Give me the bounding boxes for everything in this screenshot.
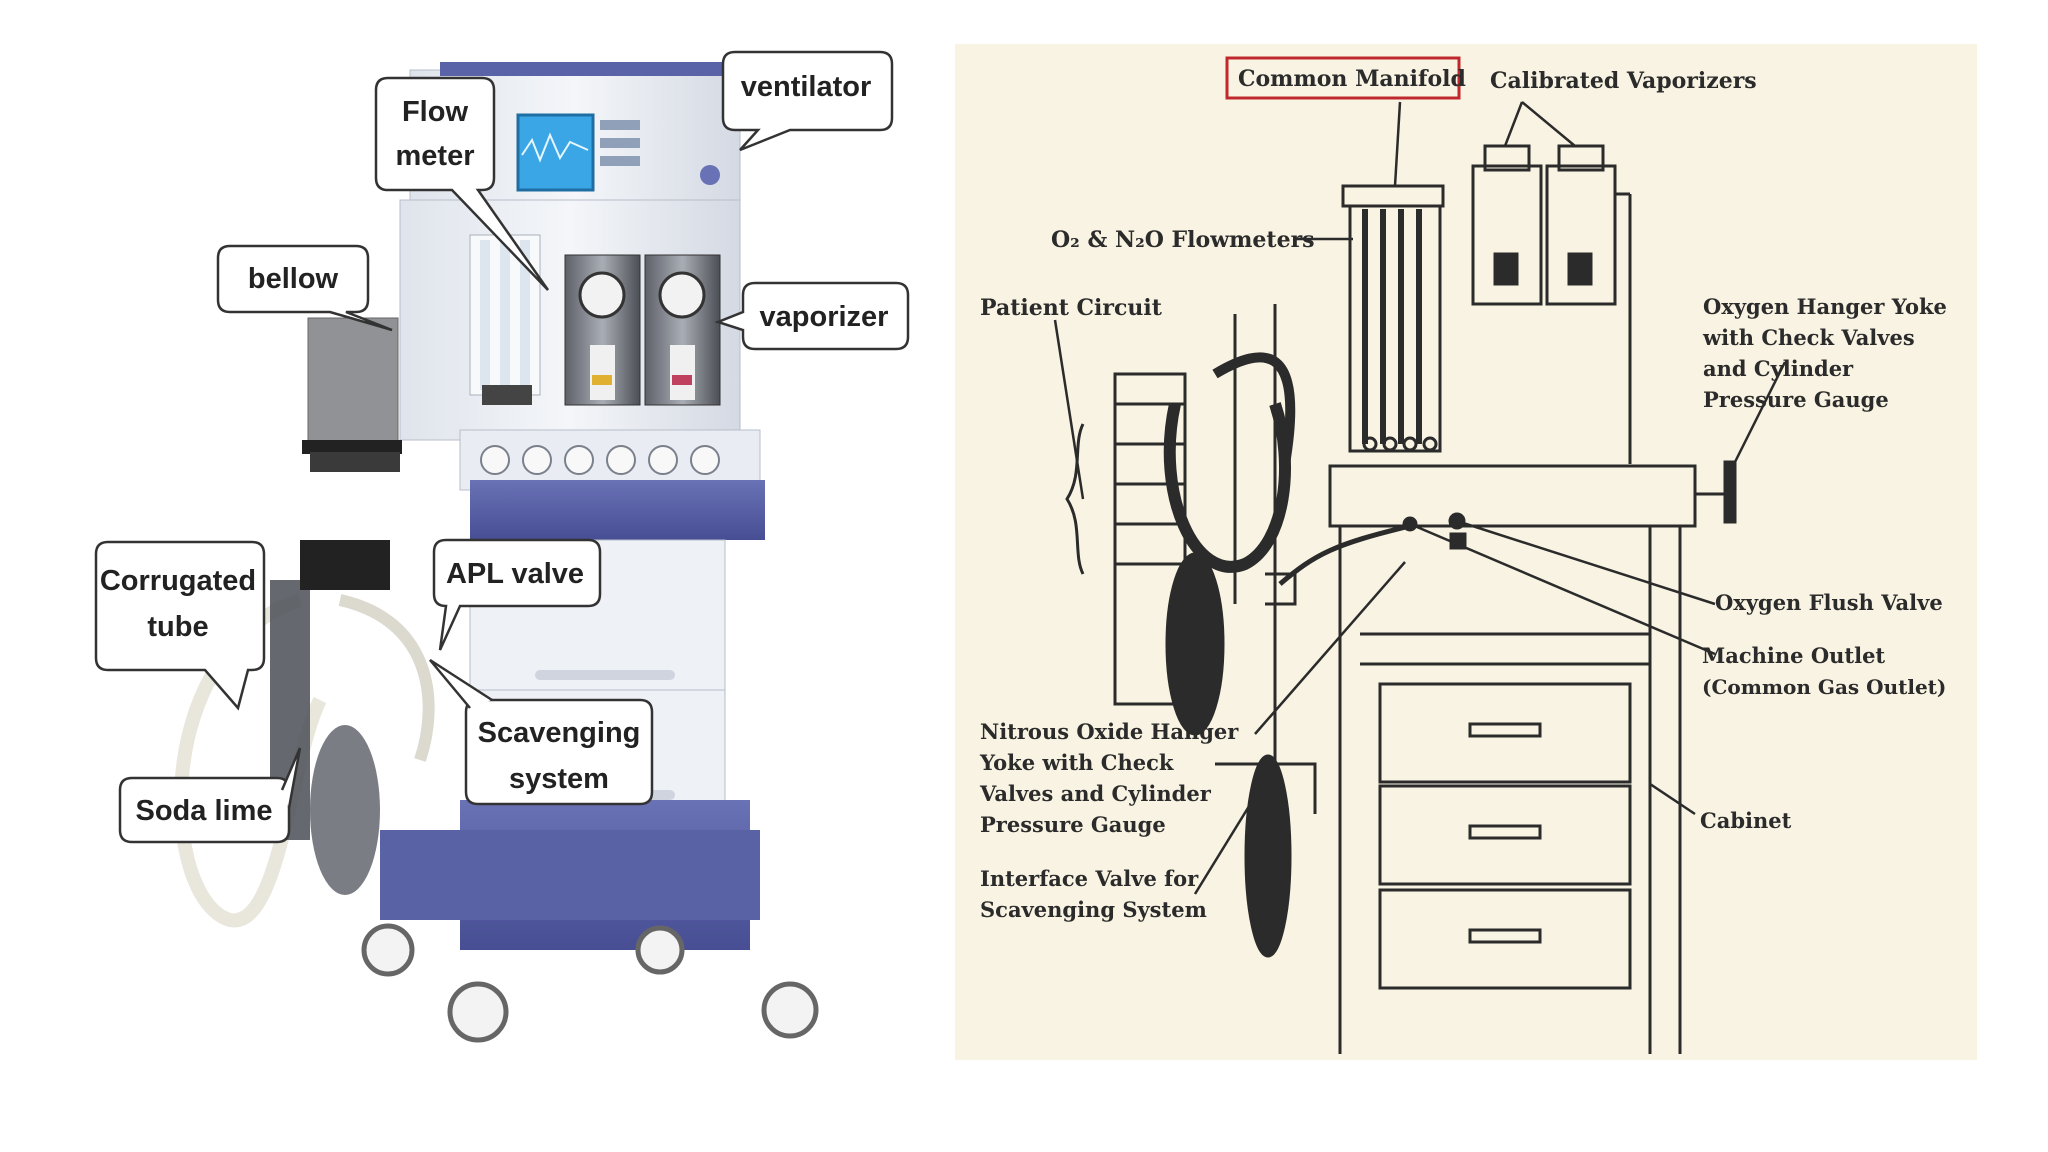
machine-outlet-label-line-2: (Common Gas Outlet) bbox=[1702, 675, 1946, 699]
nitrous-oxide-hanger-yoke-label-line-1: Nitrous Oxide Hanger bbox=[980, 719, 1239, 744]
anesthesia-machine-diagram-panel: Common Manifold Calibrated Vaporizers O₂… bbox=[955, 44, 1977, 1060]
scavenging-system-label-line-2: system bbox=[509, 763, 609, 795]
bellow-label: bellow bbox=[248, 263, 339, 295]
scavenging-system-label-line-1: Scavenging bbox=[478, 717, 641, 749]
machine-body bbox=[380, 62, 765, 950]
callout-soda-lime: Soda lime bbox=[118, 747, 302, 844]
corrugated-tube-label-line-1: Corrugated bbox=[100, 565, 256, 597]
oxygen-hanger-yoke-label-line-3: and Cylinder bbox=[1703, 356, 1854, 381]
vaporizer-label: vaporizer bbox=[760, 301, 889, 333]
anesthesia-machine-photo-panel: ventilator Flow meter bellow vaporizer C… bbox=[0, 0, 960, 1152]
label-leader-lines bbox=[1053, 101, 1787, 895]
callout-ventilator: ventilator bbox=[721, 50, 894, 152]
callout-flow-meter: Flow meter bbox=[374, 76, 550, 291]
corrugated-tube-label-line-2: tube bbox=[147, 611, 208, 643]
cabinet-label: Cabinet bbox=[1700, 808, 1792, 833]
patient-circuit-label: Patient Circuit bbox=[980, 295, 1163, 321]
apl-valve-label: APL valve bbox=[446, 558, 584, 590]
interface-valve-label-line-1: Interface Valve for bbox=[980, 866, 1199, 891]
bellows-canister bbox=[302, 317, 402, 472]
callout-corrugated-tube: Corrugated tube bbox=[94, 540, 266, 711]
oxygen-flush-valve-label: Oxygen Flush Valve bbox=[1715, 590, 1943, 615]
soda-lime-label: Soda lime bbox=[136, 795, 273, 827]
callout-apl-valve: APL valve bbox=[432, 538, 602, 651]
calibrated-vaporizers-label: Calibrated Vaporizers bbox=[1490, 68, 1757, 94]
nitrous-oxide-hanger-yoke-label-line-2: Yoke with Check bbox=[979, 750, 1174, 775]
nitrous-oxide-hanger-yoke-label-line-3: Valves and Cylinder bbox=[979, 781, 1212, 806]
interface-valve-label-line-2: Scavenging System bbox=[980, 897, 1207, 922]
oxygen-hanger-yoke-label-line-4: Pressure Gauge bbox=[1703, 387, 1889, 412]
ventilator-display bbox=[516, 113, 720, 192]
machine-outlet-label-line-1: Machine Outlet bbox=[1702, 643, 1885, 668]
flowmeter-tubes bbox=[469, 234, 541, 405]
schematic-line-drawing bbox=[1065, 144, 1737, 1054]
oxygen-hanger-yoke-label-line-1: Oxygen Hanger Yoke bbox=[1703, 294, 1947, 319]
machine-photo-illustration: ventilator Flow meter bellow vaporizer C… bbox=[94, 50, 910, 1043]
oxygen-hanger-yoke-label-line-2: with Check Valves bbox=[1702, 325, 1915, 350]
ventilator-label: ventilator bbox=[741, 71, 872, 103]
flowmeters-label: O₂ & N₂O Flowmeters bbox=[1051, 227, 1315, 253]
nitrous-oxide-hanger-yoke-label-line-4: Pressure Gauge bbox=[980, 812, 1166, 837]
callout-scavenging-system: Scavenging system bbox=[429, 658, 654, 806]
flow-meter-label-line-1: Flow bbox=[402, 96, 468, 128]
vaporizer-units bbox=[564, 254, 721, 406]
pressure-gauges bbox=[480, 445, 720, 475]
callout-vaporizer: vaporizer bbox=[714, 281, 910, 351]
caster-wheels bbox=[361, 923, 819, 1043]
common-manifold-highlight-box bbox=[1225, 56, 1461, 100]
callout-bellow: bellow bbox=[216, 244, 393, 332]
machine-schematic-diagram: Common Manifold Calibrated Vaporizers O₂… bbox=[979, 56, 1947, 1054]
flow-meter-label-line-2: meter bbox=[396, 140, 475, 172]
common-manifold-label: Common Manifold bbox=[1238, 66, 1466, 92]
